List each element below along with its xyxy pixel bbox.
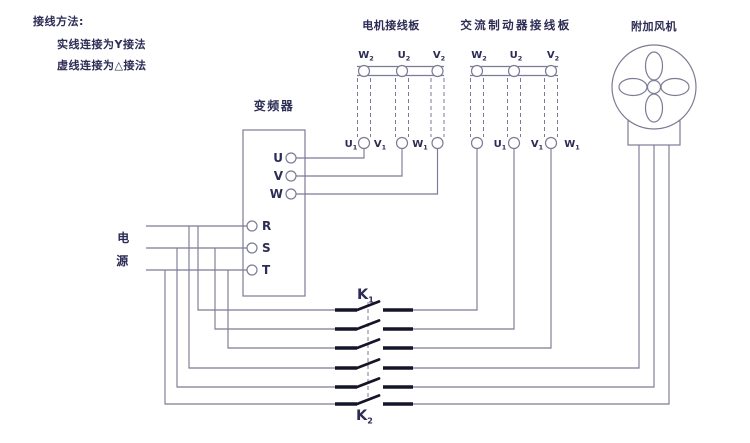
brake-terminal-board: W2 U2 V2 U1 V1 W1 [470, 50, 580, 152]
switch1-blade [355, 300, 381, 312]
motor-terminal-v2 [431, 64, 444, 78]
motor-label-v2: V2 [433, 50, 445, 63]
inverter-label-s: S [262, 241, 271, 255]
brake-delta-dashed-2 [507, 78, 521, 137]
switch6-blade [355, 394, 381, 406]
titles: 接线方法: 实线连接为Y接法 虚线连接为△接法 电机接线板 交流制动器接线板 附… [33, 14, 677, 268]
fan-hub [646, 79, 662, 95]
fan-blade-bottom [644, 93, 664, 123]
wire-w-to-motor [296, 148, 439, 195]
inverter-label-r: R [262, 219, 271, 233]
legend-solid-rule: 实线连接为Y接法 [57, 37, 146, 51]
wire-tap-s-k2 [176, 248, 335, 388]
switch-k1-label: K1 [357, 287, 374, 305]
motor-terminal-u1 [357, 136, 371, 150]
motor-label-w2: W2 [358, 50, 374, 63]
wire-k2-to-fan-3 [413, 145, 670, 405]
motor-delta-dashed-3 [430, 78, 445, 137]
switch-k2-label: K2 [356, 408, 373, 426]
fan-title: 附加风机 [631, 19, 677, 33]
motor-board-title: 电机接线板 [362, 18, 420, 32]
motor-label-w1: W1 [412, 139, 428, 152]
switch4-blade [355, 358, 381, 370]
wire-k2-to-fan-2 [413, 145, 655, 388]
inverter-terminal-u [285, 152, 297, 164]
wire-k2-to-fan-1 [413, 145, 640, 369]
inverter-label-u: U [273, 151, 283, 165]
brake-board-title: 交流制动器接线板 [460, 18, 571, 32]
inverter-terminal-r [246, 220, 258, 232]
motor-label-u2: U2 [398, 50, 411, 63]
switch5-blade [355, 377, 381, 389]
inverter-terminal-v [285, 170, 297, 182]
motor-label-v1: V1 [374, 139, 387, 152]
switch-bank: K1 K2 [335, 287, 413, 426]
motor-delta-dashed-1 [357, 78, 371, 137]
fan-blade-top [644, 51, 664, 81]
motor-label-u1: U1 [345, 139, 358, 152]
power-source-label-1: 电 [117, 230, 131, 245]
brake-terminal-u1 [470, 136, 484, 150]
brake-delta-dashed-1 [470, 78, 484, 137]
fan-blade-right [660, 77, 690, 97]
wire-v-to-motor [296, 148, 403, 177]
brake-delta-dashed-3 [544, 78, 558, 137]
wire-tap-r-k2 [188, 226, 335, 369]
inverter-label-t: T [262, 263, 271, 277]
motor-terminal-w1 [431, 136, 444, 150]
wire-tap-t-k1 [227, 270, 335, 349]
brake-label-u2: U2 [510, 50, 523, 63]
wire-tap-s-k1 [214, 248, 335, 330]
wire-k1-to-brake-v [413, 148, 515, 330]
inverter-terminal-w [285, 188, 297, 200]
inverter-title: 变频器 [254, 98, 295, 113]
legend-dashed-rule: 虚线连接为△接法 [57, 58, 146, 72]
power-source-label-2: 源 [116, 253, 130, 268]
brake-label-w1: W1 [564, 139, 580, 152]
wire-k1-to-brake-w [413, 148, 552, 349]
motor-terminal-board: W2 U2 V2 U1 V1 W1 [345, 50, 445, 152]
switch2-blade [355, 319, 381, 331]
fan-blade-left [618, 77, 648, 97]
brake-terminal-v2 [544, 64, 558, 78]
brake-terminal-v1 [507, 136, 521, 150]
wire-k1-to-brake-u [413, 148, 478, 311]
inverter-terminal-s [246, 242, 258, 254]
brake-label-u1: U1 [494, 139, 507, 152]
wire-tap-t-k2 [164, 270, 335, 405]
brake-terminal-u2 [507, 64, 521, 78]
legend-title: 接线方法: [33, 14, 84, 28]
wire-tap-r-k1 [197, 226, 335, 311]
brake-terminal-w1 [544, 136, 558, 150]
fan [611, 44, 697, 146]
brake-terminal-w2 [470, 64, 484, 78]
inverter-terminal-t [246, 264, 258, 276]
inverter-label-w: W [270, 187, 283, 201]
motor-delta-dashed-2 [395, 78, 409, 137]
motor-terminal-u2 [395, 64, 409, 78]
brake-label-w2: W2 [471, 50, 487, 63]
inverter-label-v: V [274, 169, 284, 183]
motor-terminal-v1 [395, 136, 409, 150]
wire-u-to-motor [296, 148, 365, 159]
motor-terminal-w2 [357, 64, 371, 78]
inverter: U V W R S T 变频器 [246, 98, 297, 277]
brake-label-v2: V2 [547, 50, 559, 63]
switch3-blade [355, 338, 381, 350]
wires [146, 145, 670, 405]
brake-label-v1: V1 [531, 139, 544, 152]
